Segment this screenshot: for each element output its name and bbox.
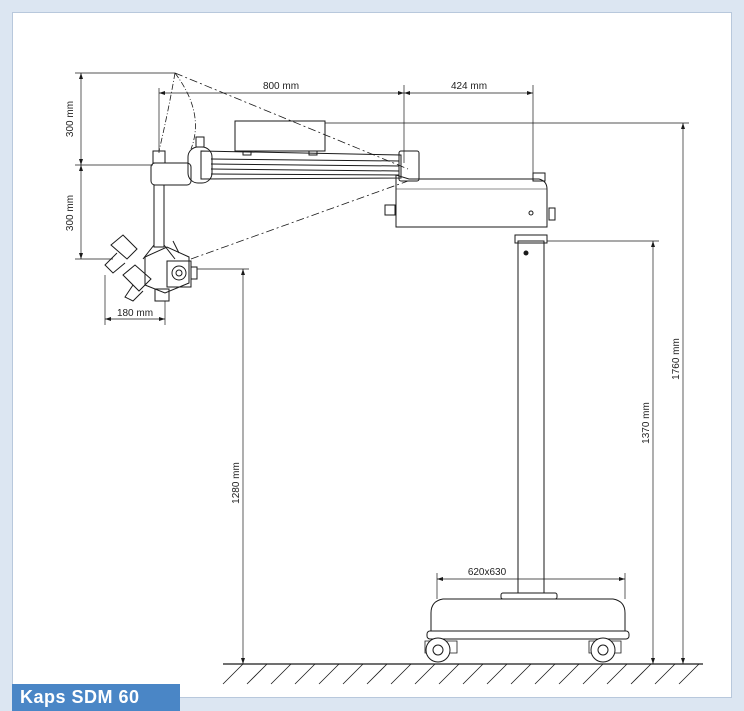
dimension-arrows [79, 73, 685, 664]
label-lower-travel: 300 mm [65, 195, 76, 231]
floor [222, 663, 703, 685]
drawing-frame: 800 mm 424 mm 300 mm 300 mm 180 mm 1280 … [12, 12, 732, 698]
travel-indicators [158, 72, 409, 260]
stand-base [426, 592, 630, 640]
label-head-width: 180 mm [117, 308, 153, 319]
label-column-height: 1370 mm [641, 402, 652, 444]
control-box [234, 120, 326, 156]
microscope-head [104, 234, 198, 302]
label-upper-travel: 300 mm [65, 101, 76, 137]
dimension-lines [75, 72, 689, 664]
label-total-height: 1760 mm [671, 338, 682, 380]
arm-housing [384, 172, 556, 228]
technical-drawing: 800 mm 424 mm 300 mm 300 mm 180 mm 1280 … [65, 72, 703, 685]
caster-wheel-left [424, 637, 458, 663]
label-objective-height: 1280 mm [231, 462, 242, 504]
microscope-hanger [142, 150, 192, 260]
caster-wheel-right [588, 637, 622, 663]
label-base-size: 620x630 [468, 567, 507, 578]
pantograph-arm [187, 136, 420, 184]
stand-column [514, 234, 548, 594]
label-arm-reach: 800 mm [263, 81, 299, 92]
label-column-offset: 424 mm [451, 81, 487, 92]
product-caption: Kaps SDM 60 [12, 684, 180, 711]
